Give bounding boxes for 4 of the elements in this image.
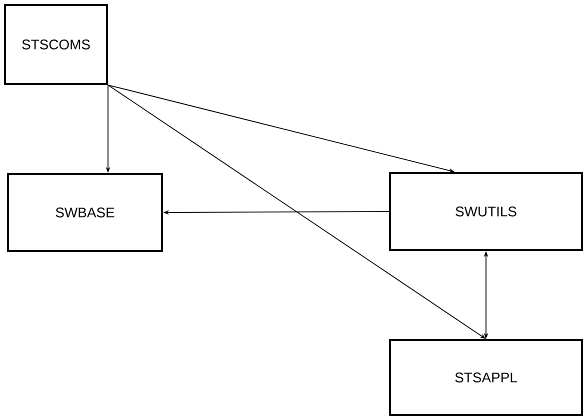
module-box: STSAPPL [389,339,583,416]
module-box: SWBASE [7,173,163,252]
module-box: STSCOMS [4,4,108,85]
module-box: SWUTILS [389,172,583,251]
